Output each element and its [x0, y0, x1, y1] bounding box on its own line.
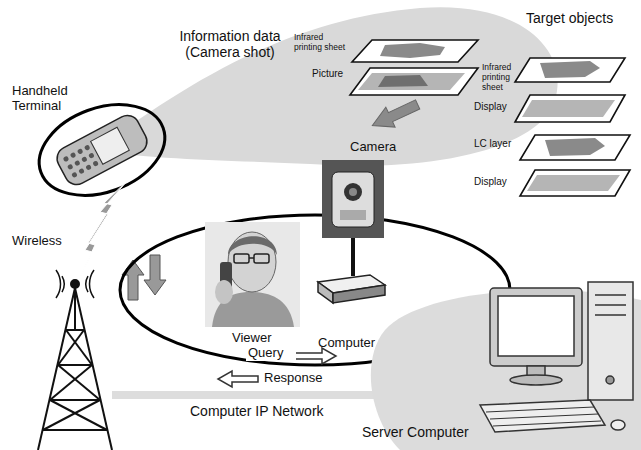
network-label: Computer IP Network	[190, 403, 350, 419]
layer-label: Infrared printing sheet	[482, 63, 518, 92]
radio-tower	[38, 270, 112, 450]
target-stack	[350, 40, 478, 95]
person-label: Viewer	[232, 331, 292, 346]
camera-photo	[322, 160, 384, 276]
link-label: Wireless	[12, 234, 82, 249]
device-label: Computer	[318, 336, 398, 351]
layer-label: Picture	[312, 68, 352, 80]
layer-label: LC layer	[474, 138, 520, 150]
heading-label: Target objects	[526, 10, 634, 26]
caption-label: Information data (Camera shot)	[160, 28, 300, 60]
flow-arrow	[368, 94, 423, 135]
message-label: Response	[262, 371, 336, 386]
device-label: Camera	[350, 140, 420, 155]
viewer-photo	[205, 222, 300, 327]
layer-label: Display	[474, 101, 516, 113]
target-stack	[520, 135, 630, 196]
computer-box	[318, 275, 385, 303]
handheld-phone	[53, 111, 151, 189]
layer-label: Infrared printing sheet	[294, 33, 348, 53]
link-arrows	[122, 255, 166, 300]
query-arrow	[294, 348, 336, 364]
wireless-bolt	[78, 180, 128, 282]
layer-label: Display	[474, 176, 516, 188]
device-label: Handheld Terminal	[12, 84, 92, 114]
response-arrow	[218, 371, 258, 387]
target-stack	[515, 58, 625, 122]
device-label: Server Computer	[362, 424, 484, 440]
message-label: Query	[246, 346, 296, 361]
server-computer	[480, 282, 633, 432]
